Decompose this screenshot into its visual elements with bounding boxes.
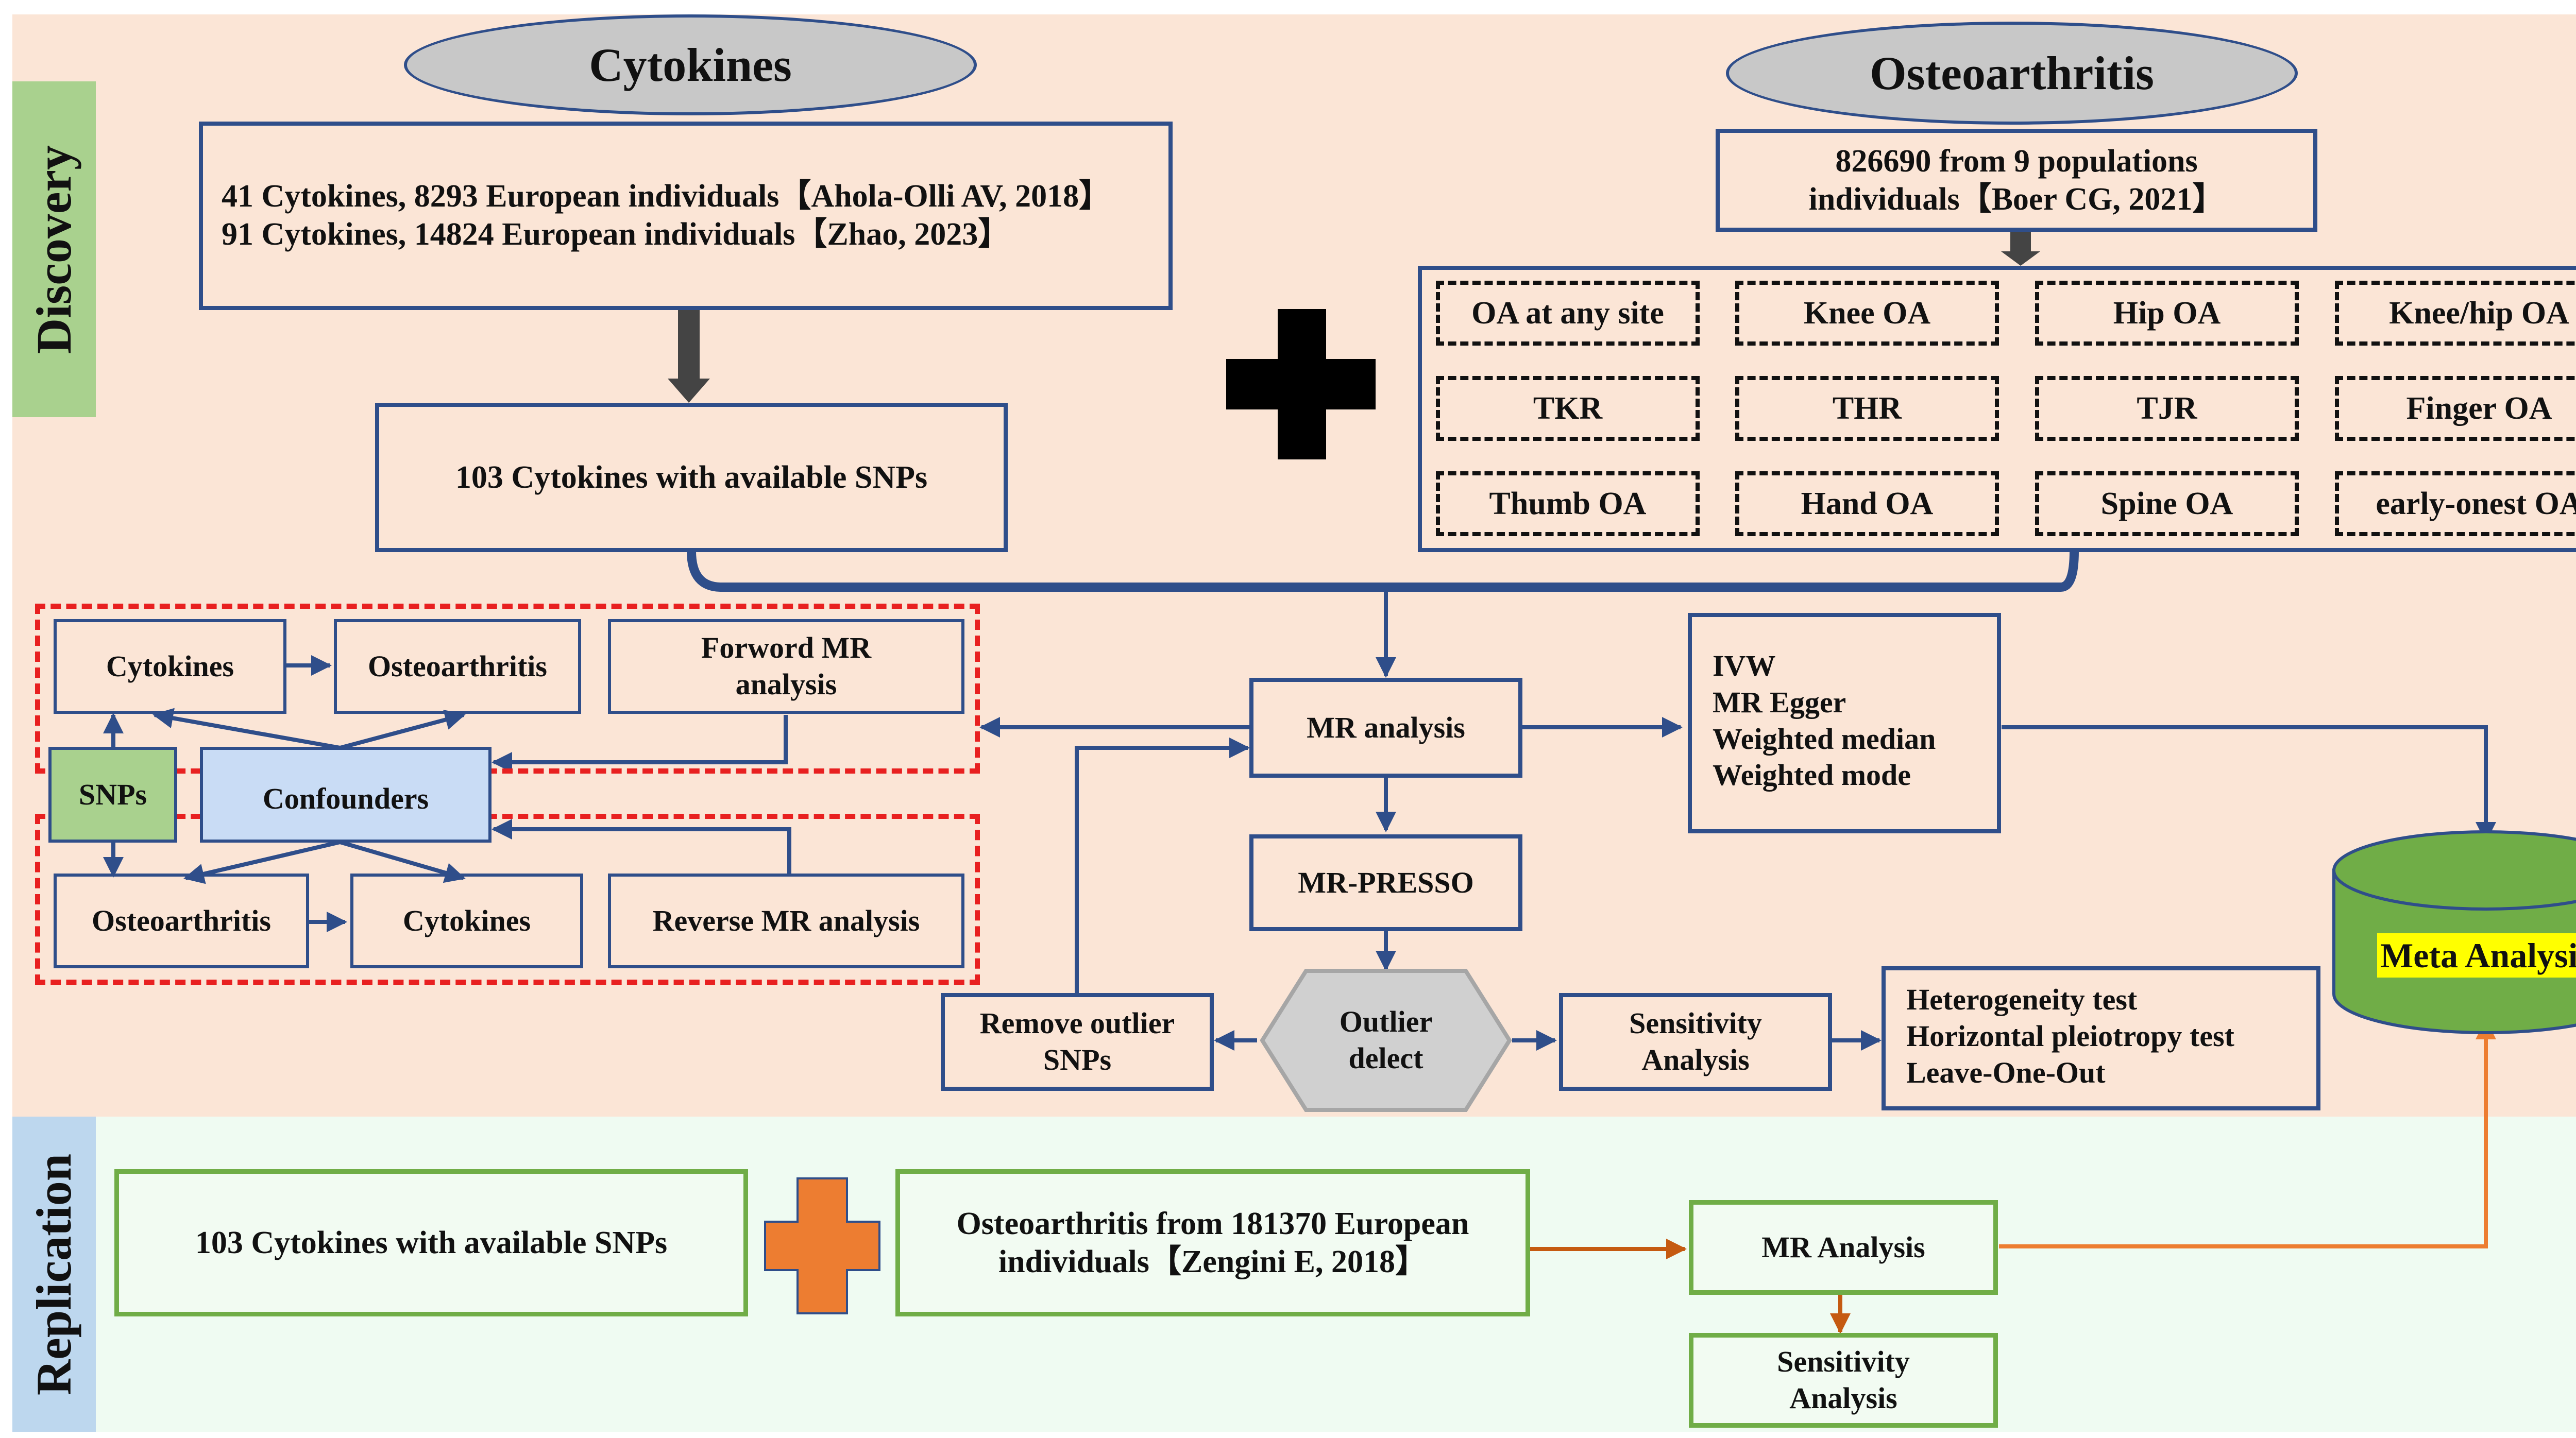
phenotype-thumb-oa: Thumb OA <box>1436 471 1700 536</box>
outlier-hexagon <box>1260 969 1512 1112</box>
phenotype-tkr: TKR <box>1436 376 1700 441</box>
phenotype-tjr: TJR <box>2035 376 2299 441</box>
method-ivw: IVW <box>1713 649 1776 682</box>
forward-to-conf <box>492 715 788 773</box>
thick-arrow-shaft <box>678 309 700 380</box>
test-horizontal-pleiotropy: Horizontal pleiotropy test <box>1906 1019 2234 1053</box>
merge-bracket <box>687 551 2079 592</box>
conf-to-rev-oa <box>183 840 341 884</box>
confounders-box: Confounders <box>200 747 492 843</box>
thick-arrow-head-2 <box>2001 251 2040 266</box>
cytokines-header: Cytokines <box>404 14 977 115</box>
discovery-panel <box>12 14 2576 1117</box>
oa-source-box: 826690 from 9 populations individuals【Bo… <box>1716 129 2317 232</box>
remove-outlier-box: Remove outlier SNPs <box>941 993 1214 1091</box>
osteoarthritis-header-text: Osteoarthritis <box>1870 47 2154 99</box>
test-heterogeneity: Heterogeneity test <box>1906 983 2138 1016</box>
sensitivity-analysis-box: Sensitivity Analysis <box>1559 993 1832 1091</box>
snps-box: SNPs <box>48 747 177 843</box>
cytokine-sources-box: 41 Cytokines, 8293 European individuals【… <box>199 122 1173 310</box>
rev-osteoarthritis-box: Osteoarthritis <box>54 874 309 968</box>
rep-outcome-line1: Osteoarthritis from 181370 European <box>956 1206 1469 1241</box>
reverse-mr-box: Reverse MR analysis <box>608 874 964 968</box>
mr-methods-box: IVW MR Egger Weighted median Weighted mo… <box>1688 613 2001 833</box>
cytokine-source-2: 91 Cytokines, 14824 European individuals… <box>222 217 1010 252</box>
mr-analysis-box: MR analysis <box>1249 678 1522 778</box>
phenotype-spine-oa: Spine OA <box>2035 471 2299 536</box>
sensitivity-tests-box: Heterogeneity test Horizontal pleiotropy… <box>1882 966 2320 1110</box>
cytokines-header-text: Cytokines <box>589 39 792 91</box>
phenotype-thr: THR <box>1735 376 1999 441</box>
phenotype-knee-hip-oa: Knee/hip OA <box>2335 281 2576 346</box>
phenotype-knee-oa: Knee OA <box>1735 281 1999 346</box>
rep-mr-analysis-box: MR Analysis <box>1689 1200 1998 1295</box>
outlier-detect-label: Outlier delect <box>1339 1005 1433 1075</box>
mr-presso-box: MR-PRESSO <box>1249 834 1522 931</box>
reverse-mr-frame <box>35 814 980 985</box>
rep-outcome-box: Osteoarthritis from 181370 European indi… <box>895 1169 1530 1316</box>
reverse-to-conf <box>492 819 791 876</box>
remove-to-mr <box>1075 738 1250 995</box>
forward-mr-frame <box>35 604 980 774</box>
meta-analysis-label: Meta Analysis <box>2377 933 2576 978</box>
phenotype-early-onset-oa: early-onest OA <box>2335 471 2576 536</box>
conf-to-oa <box>339 709 466 750</box>
rep-cytokines-box: 103 Cytokines with available SNPs <box>114 1169 748 1316</box>
phenotype-finger-oa: Finger OA <box>2335 376 2576 441</box>
thick-arrow-head <box>668 379 710 403</box>
fwd-cytokines-box: Cytokines <box>54 619 286 714</box>
rep-mr-to-meta <box>1999 1019 2496 1248</box>
osteoarthritis-header: Osteoarthritis <box>1726 22 2298 125</box>
black-plus-icon <box>1226 309 1376 459</box>
method-mr-egger: MR Egger <box>1713 685 1846 719</box>
forward-mr-box: Forword MR analysis <box>608 619 964 714</box>
phenotype-oa-any-site: OA at any site <box>1436 281 1700 346</box>
phenotype-hand-oa: Hand OA <box>1735 471 1999 536</box>
test-leave-one-out: Leave-One-Out <box>1906 1055 2106 1089</box>
oa-source-line1: 826690 from 9 populations <box>1835 143 2198 179</box>
fwd-osteoarthritis-box: Osteoarthritis <box>334 619 581 714</box>
cytokine-source-1: 41 Cytokines, 8293 European individuals【… <box>222 179 1111 214</box>
meta-cylinder-top <box>2332 830 2576 911</box>
conf-to-rev-cyto <box>339 840 466 883</box>
meta-analysis-label-wrap: Meta Analysis <box>2334 922 2576 989</box>
conf-to-cyto <box>152 708 341 750</box>
method-weighted-median: Weighted median <box>1713 722 1936 756</box>
rep-outcome-line2: individuals【Zengini E, 2018】 <box>998 1244 1428 1279</box>
phenotype-hip-oa: Hip OA <box>2035 281 2299 346</box>
thick-arrow-shaft-2 <box>2010 232 2031 252</box>
cytokines-available-box: 103 Cytokines with available SNPs <box>375 403 1008 552</box>
oa-source-line2: individuals【Boer CG, 2021】 <box>1808 182 2225 217</box>
discovery-tab: Discovery <box>12 81 96 417</box>
replication-tab: Replication <box>12 1117 96 1432</box>
method-weighted-mode: Weighted mode <box>1713 758 1911 792</box>
methods-to-meta <box>2002 725 2496 843</box>
oa-phenotypes-box <box>1418 266 2576 552</box>
rep-sensitivity-box: Sensitivity Analysis <box>1689 1333 1998 1428</box>
rev-cytokines-box: Cytokines <box>350 874 583 968</box>
orange-plus-icon <box>764 1177 880 1314</box>
